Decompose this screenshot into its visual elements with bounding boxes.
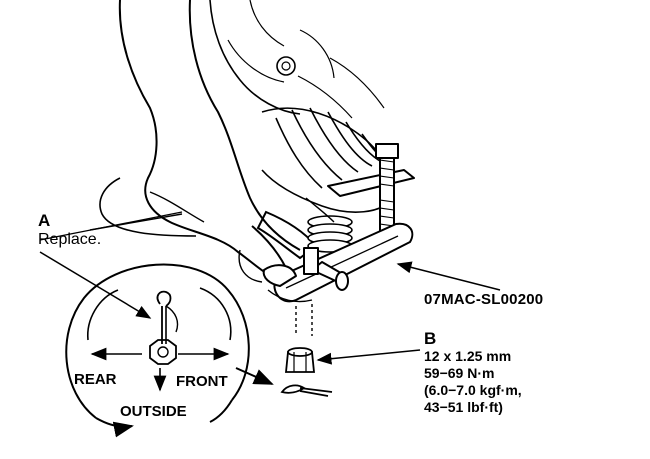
ball-joint-remover-tool [262,143,415,303]
callout-b-spec-3: (6.0−7.0 kgf·m, [424,382,522,398]
callout-b-letter: B [424,329,437,348]
callout-b-spec-4: 43−51 lbf·ft) [424,399,503,415]
callout-b-spec-2: 59−69 N·m [424,365,495,381]
leader-b [316,349,421,365]
lower-arm [251,210,318,269]
direction-rear: REAR [74,371,117,388]
inset-view [65,263,274,438]
steering-knuckle [89,0,335,283]
tool-number-label: 07MAC-SL00200 [424,291,544,308]
ball-joint-stud-area [267,289,313,336]
leader-a [39,251,152,319]
cotter-pin [280,384,333,397]
castle-nut [285,347,315,373]
callout-a-note: Replace. [38,231,102,248]
direction-outside: OUTSIDE [120,403,187,420]
leader-tool [396,261,501,291]
direction-front: FRONT [176,373,228,390]
callout-b-spec-1: 12 x 1.25 mm [424,348,512,364]
callout-a-letter: A [38,211,51,230]
